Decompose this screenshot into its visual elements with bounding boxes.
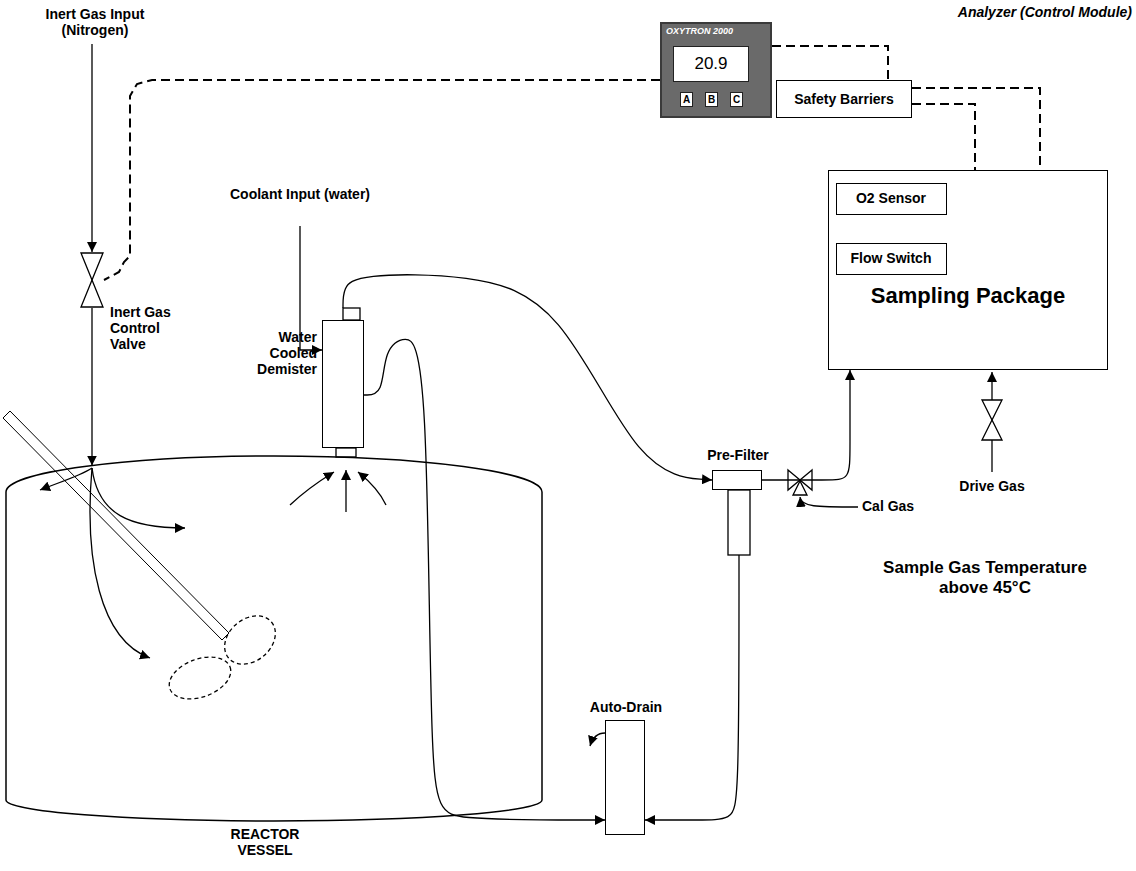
agitator-blade	[215, 606, 285, 674]
valve-symbol	[80, 252, 104, 308]
annotation-label: Cal Gas	[862, 498, 914, 514]
node-text: Pre-Filter	[693, 447, 783, 463]
vapour-flow-arrow	[358, 472, 386, 505]
analyzer-display: 20.9	[673, 46, 749, 82]
prefilter-bowl	[728, 490, 750, 555]
node-text: A	[683, 94, 690, 106]
annotation-label: Coolant Input (water)	[230, 186, 370, 202]
sensor-box: O2 Sensor	[836, 183, 947, 215]
demister-bottom-cap	[336, 448, 356, 457]
process-line	[91, 308, 92, 466]
analyzer-panel: Analyzer (Control Module)OXYTRON 200020.…	[660, 22, 772, 118]
drive-gas-line	[991, 440, 992, 472]
drive-valve-symbol	[982, 420, 1002, 440]
annotation-label: Drive Gas	[942, 478, 1042, 494]
node-text: B	[708, 94, 715, 106]
drive-valve-symbol	[982, 400, 1002, 420]
node-text: Auto-Drain	[576, 699, 676, 715]
analyzer-button: A	[680, 92, 693, 107]
nitrogen-feed-line	[91, 44, 92, 252]
demister-top-cap	[343, 308, 360, 320]
prefilter-head: Pre-Filter	[712, 470, 762, 490]
vapour-flow-arrow	[345, 470, 346, 512]
gas-flow-arrow	[90, 468, 150, 658]
valve-triangle	[81, 280, 103, 307]
process-line	[343, 275, 712, 480]
barrier-box: Safety Barriers	[776, 80, 912, 118]
analyzer-button: B	[705, 92, 718, 107]
valve-triangle	[81, 253, 103, 280]
vessel-outline	[5, 455, 543, 822]
analyzer-button: C	[730, 92, 743, 107]
control-valve: Inert Gas Control Valve	[80, 252, 104, 308]
node-text: Safety Barriers	[794, 91, 894, 107]
node-text: Inert Gas Control Valve	[110, 304, 182, 352]
switch-box: Flow Switch	[836, 243, 947, 275]
node-text: Water Cooled Demister	[247, 329, 317, 377]
cal-gas-line	[800, 497, 858, 507]
process-line	[645, 555, 739, 820]
gas-flow-arrow	[92, 468, 185, 528]
agitator-blade	[163, 649, 236, 707]
process-line	[762, 370, 850, 480]
gas-flow-arrow	[40, 468, 92, 490]
signal-wire	[104, 80, 660, 280]
vessel-wall	[6, 456, 542, 821]
node-text: OXYTRON 2000	[666, 26, 733, 36]
drain-box: Auto-Drain	[605, 720, 645, 835]
signal-wire	[772, 46, 888, 80]
drain-outlet-arrow	[590, 733, 605, 746]
node-text: Flow Switch	[851, 250, 932, 266]
agitator-shaft	[3, 411, 229, 640]
node-text: O2 Sensor	[856, 190, 926, 206]
node-text: REACTOR VESSEL	[220, 826, 310, 858]
annotation-label: Inert Gas Input (Nitrogen)	[20, 6, 170, 38]
package-box: Sampling Package O2 SensorFlow Switch	[828, 170, 1108, 370]
demister-body: Water Cooled Demister	[322, 320, 364, 448]
node-text: Analyzer (Control Module)	[862, 4, 1132, 20]
reactor-vessel: REACTOR VESSEL	[5, 455, 543, 822]
process-line	[364, 339, 605, 820]
vapour-flow-arrow	[290, 472, 334, 505]
node-text: 20.9	[694, 54, 727, 74]
node-text: C	[733, 94, 740, 106]
drive-gas-line	[991, 372, 992, 400]
cal-valve-symbol	[793, 481, 807, 495]
annotation-label: Sample Gas Temperature above 45°C	[870, 558, 1100, 597]
node-text: Sampling Package	[829, 283, 1107, 308]
